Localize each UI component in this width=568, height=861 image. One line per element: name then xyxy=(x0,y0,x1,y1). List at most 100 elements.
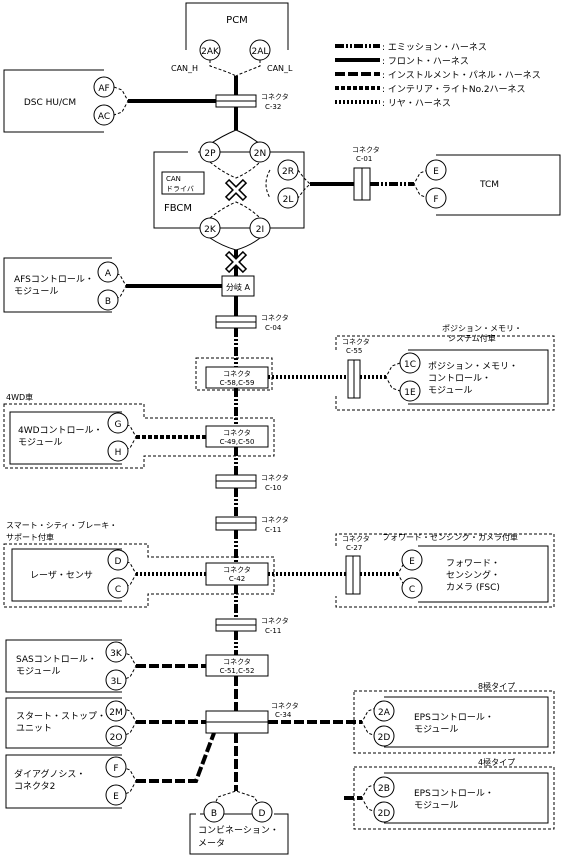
pcm-pin-2ak xyxy=(199,39,221,61)
diag-title-2: コネクタ2 xyxy=(14,781,55,792)
legend-label-emission: : エミッション・ハーネス xyxy=(382,42,487,53)
diag-box xyxy=(5,754,122,809)
dsc-module: DSC HU/CM AF AC xyxy=(3,69,115,133)
eps8-pin-2a-label: 2A xyxy=(378,708,391,718)
afs-pin-b xyxy=(97,289,119,311)
tcm-pin-e xyxy=(425,159,447,181)
wire-sas-pins xyxy=(121,651,137,681)
ss-title-1: スタート・ストップ・ xyxy=(16,711,106,722)
fbcm-pin-2i-label: 2I xyxy=(256,225,264,235)
tcm-title: TCM xyxy=(479,180,499,190)
connector-c51-label: コネクタ xyxy=(223,657,251,666)
connector-c49-code: C-49,C-50 xyxy=(220,438,255,446)
pos-title-1: ポジション・メモリ・ xyxy=(428,361,518,372)
position-memory-module: ポジション・メモリ・ コントロール・ モジュール 1C 1E xyxy=(399,349,549,405)
connector-c04-label: コネクタ xyxy=(261,313,289,322)
pos-option-frame-small xyxy=(195,357,273,391)
connector-c01-label: コネクタ xyxy=(352,145,380,154)
branch-a-label: 分岐 A xyxy=(226,282,251,292)
connector-c10-label: コネクタ xyxy=(261,473,289,482)
can-l-label: CAN_L xyxy=(267,64,293,73)
fbcm-can-driver-1: CAN xyxy=(166,175,181,183)
eps-4pin-option: 4極タイプ xyxy=(353,757,555,830)
combi-pin-d-label: D xyxy=(259,809,266,819)
branch-a: 分岐 A xyxy=(221,275,255,297)
eps8-pin-2d-label: 2D xyxy=(378,733,391,743)
fbcm-can-driver-box xyxy=(161,171,205,195)
4wd-box xyxy=(9,411,122,465)
connector-c11b: コネクタ C-11 xyxy=(215,616,289,635)
laser-pin-d xyxy=(107,549,129,571)
sas-box xyxy=(5,639,122,693)
sscb-option-frame xyxy=(3,543,275,608)
fbcm-pin-2l-label: 2L xyxy=(283,195,294,205)
eps8-box xyxy=(384,696,549,748)
wire-split-2p xyxy=(209,129,237,145)
afs-pin-b-label: B xyxy=(105,297,111,307)
sscb-option: スマート・シティ・ブレーキ・ サポート付車 xyxy=(3,520,275,608)
eps-4pin-module: EPSコントロール・ モジュール 2B 2D xyxy=(373,772,549,824)
connector-c51-body xyxy=(205,654,269,677)
eps4-option-frame xyxy=(353,766,555,830)
connector-c51-code: C-51,C-52 xyxy=(220,667,255,675)
combi-title-1: コンビネーション・ xyxy=(198,825,279,836)
laser-pin-d-label: D xyxy=(115,557,122,567)
connector-c11a-code: C-11 xyxy=(265,526,281,534)
can-h-label: CAN_H xyxy=(171,64,198,73)
wire-2k-2i xyxy=(209,237,261,251)
wire-pos-pins xyxy=(385,362,401,392)
diagnosis-connector: ダイアグノシス・ コネクタ2 F E xyxy=(5,754,127,809)
fsc-pin-e xyxy=(401,549,423,571)
sas-pin-3k xyxy=(105,641,127,663)
connector-c58-body xyxy=(205,366,269,389)
pcm-pin-2al xyxy=(249,39,271,61)
pos-option-line2: システム付車 xyxy=(448,333,496,343)
eps8-title-1: EPSコントロール・ xyxy=(414,713,494,723)
pcm-module: PCM 2AK 2AL CAN_H CAN_L xyxy=(171,2,293,73)
connector-c55-label: コネクタ xyxy=(342,337,370,346)
combi-pin-d xyxy=(251,801,273,823)
dsc-pin-af xyxy=(93,76,115,98)
eps4-title-1: EPSコントロール・ xyxy=(414,789,494,799)
connector-c58-code: C-58,C-59 xyxy=(220,379,255,387)
pos-option-frame xyxy=(335,335,555,411)
connector-c32-code: C-32 xyxy=(265,103,281,111)
legend-label-interior: : インテリア・ライトNo.2ハーネス xyxy=(382,84,526,95)
fsc-title-3: カメラ (FSC) xyxy=(446,582,500,593)
fbcm-pin-2n-label: 2N xyxy=(254,149,266,159)
eps8-option-label: 8極タイプ xyxy=(478,681,515,691)
pos-pin-1e-label: 1E xyxy=(404,388,416,398)
wire-fbcm-2r-2l xyxy=(297,169,311,199)
connector-c34-label: コネクタ xyxy=(271,701,299,710)
sas-pin-3k-label: 3K xyxy=(110,649,123,659)
tcm-pin-f-label: F xyxy=(433,195,438,205)
pos-title-3: モジュール xyxy=(428,386,472,396)
legend-label-front: : フロント・ハーネス xyxy=(382,56,469,67)
connector-c04: コネクタ C-04 xyxy=(215,313,289,332)
pcm-title: PCM xyxy=(226,15,248,26)
sas-pin-3l-label: 3L xyxy=(111,677,122,687)
wire-combi-pins xyxy=(213,790,261,807)
fbcm-can-driver-2: ドライバ xyxy=(166,185,194,193)
sas-title-1: SASコントロール・ xyxy=(16,655,97,665)
eps-8pin-option: 8極タイプ xyxy=(353,681,555,754)
connector-c10-code: C-10 xyxy=(265,484,281,492)
diag-title-1: ダイアグノシス・ xyxy=(14,768,85,780)
fsc-pin-e-label: E xyxy=(409,557,415,567)
connector-c27-label: コネクタ xyxy=(342,534,370,543)
connector-c55-code: C-55 xyxy=(346,347,362,355)
legend: : エミッション・ハーネス : フロント・ハーネス : インストルメント・パネル… xyxy=(335,42,541,109)
connector-c11b-label: コネクタ xyxy=(261,616,289,625)
4wd-option-frame xyxy=(3,403,275,469)
combination-meter: コンビネーション・ メータ B D xyxy=(189,801,289,855)
fbcm-x-b-inner xyxy=(226,180,246,200)
eps4-pin-2d xyxy=(373,801,395,823)
diag-pin-e-label: E xyxy=(113,792,119,802)
connector-c42: コネクタ C-42 xyxy=(205,562,269,586)
eps8-title-2: モジュール xyxy=(414,725,458,735)
4wd-option: 4WD車 xyxy=(3,392,275,469)
sas-title-2: モジュール xyxy=(16,667,60,677)
sas-module: SASコントロール・ モジュール 3K 3L xyxy=(5,639,127,693)
